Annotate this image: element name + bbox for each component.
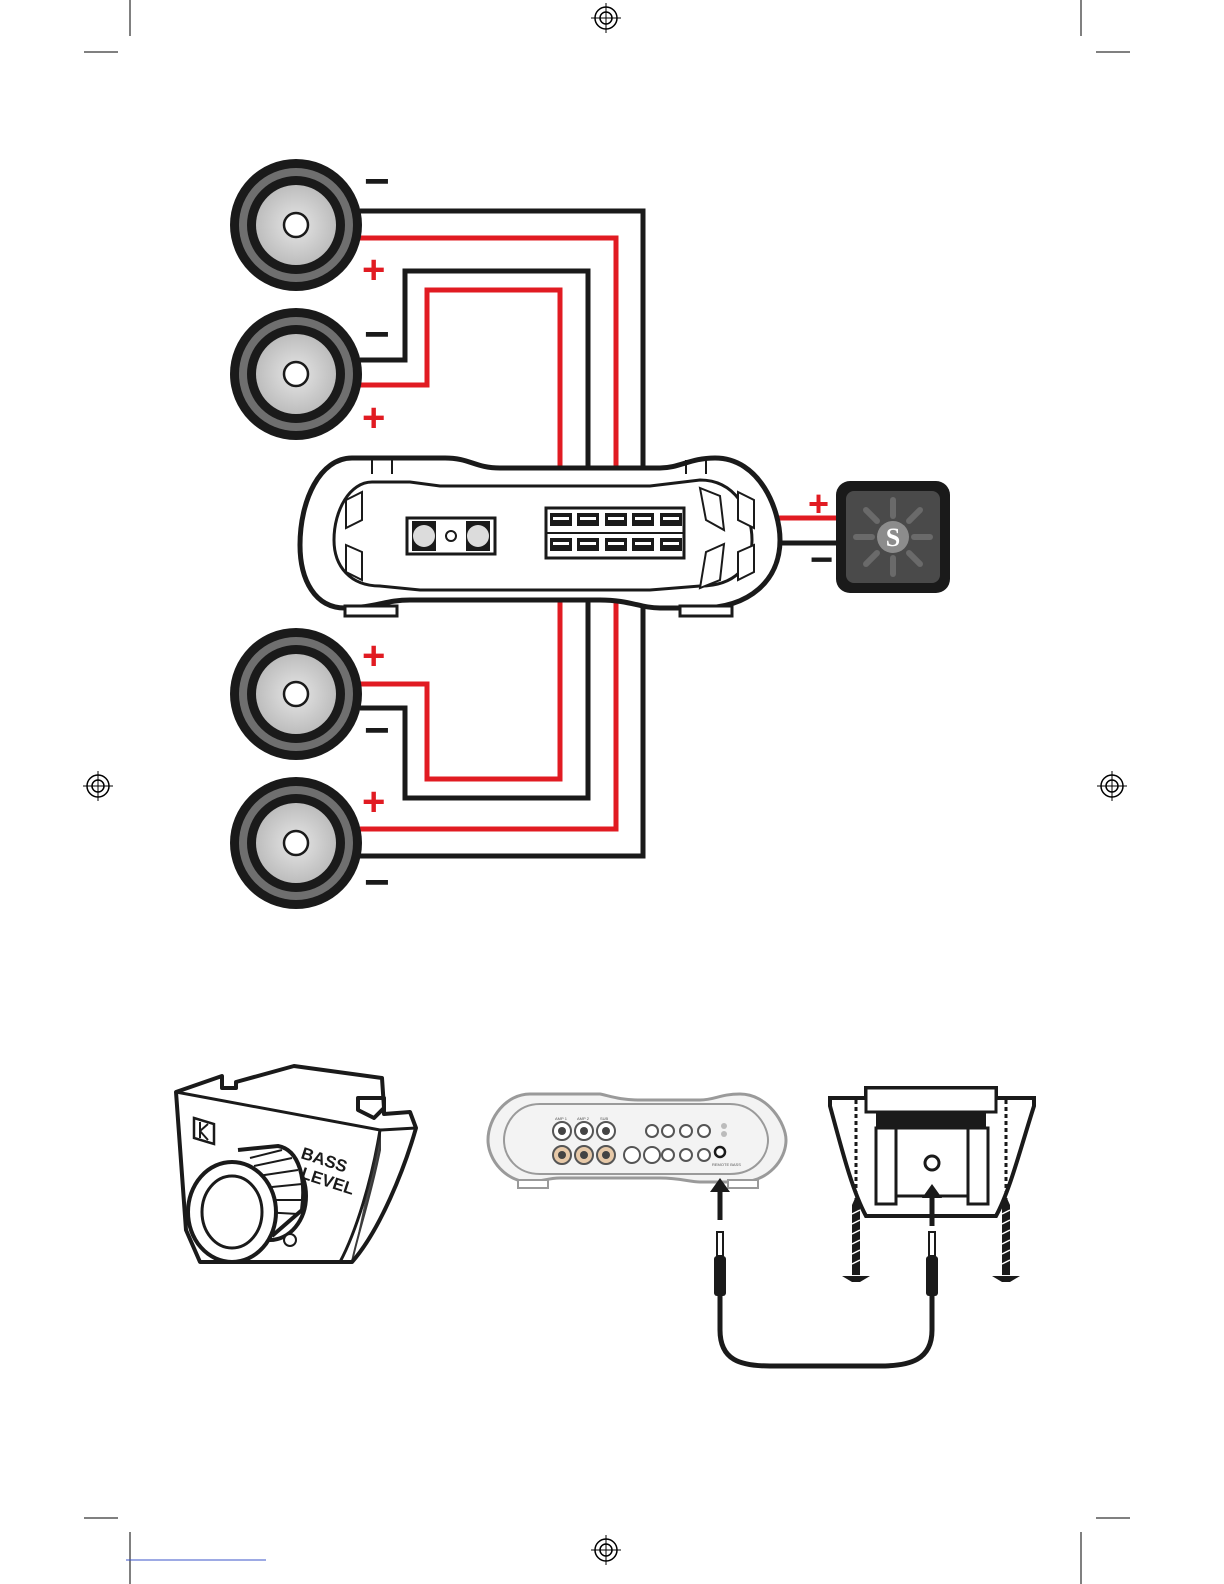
spk2-top-sign: − [364, 310, 390, 359]
sub-label: SUB [600, 1116, 609, 1121]
spk1-bottom-sign: + [362, 248, 385, 292]
registration-mark-left [83, 771, 113, 801]
speaker-rear-left [230, 628, 362, 760]
registration-mark-bottom [591, 1535, 621, 1565]
spk1-top-sign: − [364, 157, 390, 206]
spk4-bottom-sign: − [364, 858, 390, 907]
speaker-rear-right [230, 777, 362, 909]
amp-control-panel: AMP 1 AMP 2 SUB REMOTE BASS [488, 1094, 786, 1188]
speaker-front-left [230, 159, 362, 291]
amp1-label: AMP 1 [555, 1116, 568, 1121]
speaker-front-right [230, 308, 362, 440]
subwoofer-logo: S [886, 523, 900, 552]
speaker-terminal-block [546, 508, 684, 558]
power-terminal-block [407, 518, 495, 554]
registration-mark-top [591, 3, 621, 33]
spk3-top-sign: + [362, 634, 385, 678]
remote-bass-label: REMOTE BASS [712, 1162, 741, 1167]
spk2-bottom-sign: + [362, 396, 385, 440]
amplifier [300, 458, 780, 616]
registration-mark-right [1097, 771, 1127, 801]
spk4-top-sign: + [362, 780, 385, 824]
bass-level-knob: BASS LEVEL [176, 1066, 416, 1262]
sub-minus-sign: − [810, 538, 833, 582]
spk3-bottom-sign: − [364, 706, 390, 755]
amp2-label: AMP 2 [577, 1116, 590, 1121]
sub-plus-sign: + [808, 483, 829, 524]
subwoofer: S [836, 481, 950, 593]
